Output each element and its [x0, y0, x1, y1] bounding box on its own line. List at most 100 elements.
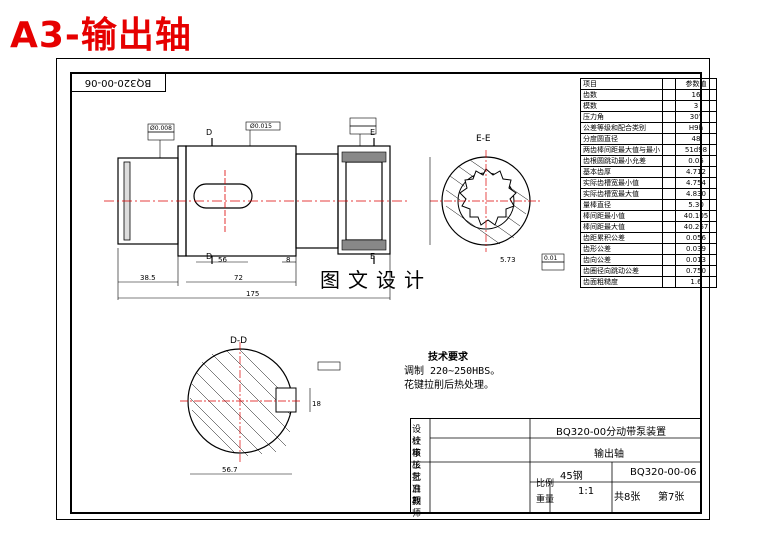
- spline-section-ee: [429, 150, 565, 271]
- param-symbol-cell: [662, 133, 676, 145]
- param-table-row: 两齿棒间距最大值与最小 51d98: [580, 144, 717, 156]
- param-symbol-cell: [662, 188, 676, 200]
- param-name-cell: 模数: [580, 100, 663, 112]
- tolerance-frame-left: Ø0.008: [150, 125, 172, 132]
- param-name-cell: 基本齿厚: [580, 166, 663, 178]
- param-value-cell: 5.30: [675, 199, 717, 211]
- title-block-material: 45钢: [560, 471, 583, 482]
- title-block-role: 教师: [412, 497, 422, 519]
- param-table-row: 齿形公差 0.039: [580, 243, 717, 255]
- param-value-cell: 1.6: [675, 276, 717, 288]
- dim-56-7: 56.7: [222, 466, 238, 474]
- watermark-text: 图文设计: [320, 268, 432, 292]
- section-label-dd: D-D: [230, 336, 248, 346]
- param-table-row: 量棒直径 5.30: [580, 199, 717, 211]
- param-value-cell: 0.05: [675, 155, 717, 167]
- section-marker-d-bottom: D: [206, 252, 213, 261]
- param-table-row: 齿数 16: [580, 89, 717, 101]
- title-block-weight-label: 重量: [536, 495, 555, 505]
- param-table-row: 齿向公差 0.013: [580, 254, 717, 266]
- section-marker-e-bottom: E: [370, 252, 376, 261]
- dim-72: 72: [234, 274, 243, 282]
- param-table-row: 棒间距最小值 40.105: [580, 210, 717, 222]
- title-block-part-name: 输出轴: [594, 449, 624, 460]
- param-name-cell: 齿形公差: [580, 243, 663, 255]
- param-value-cell: 0.056: [675, 232, 717, 244]
- param-name-cell: 分度圆直径: [580, 133, 663, 145]
- param-symbol-cell: [662, 78, 676, 90]
- tolerance-frame-spline: 0.01: [544, 255, 558, 262]
- param-symbol-cell: [662, 111, 676, 123]
- param-value-cell: 30°: [675, 111, 717, 123]
- param-symbol-cell: [662, 89, 676, 101]
- title-block-role: 工艺: [412, 461, 422, 483]
- drawing-frame: [70, 72, 702, 514]
- param-value-cell: 51d98: [675, 144, 717, 156]
- param-value-cell: 0.013: [675, 254, 717, 266]
- param-value-cell: 16: [675, 89, 717, 101]
- param-table-row: 压力角 30°: [580, 111, 717, 123]
- param-value-cell: 0.039: [675, 243, 717, 255]
- param-table-header: 项目参数值: [580, 78, 717, 90]
- page-title: A3-输出轴: [10, 15, 192, 56]
- param-name-cell: 量棒直径: [580, 199, 663, 211]
- title-block-role: 日期: [412, 485, 422, 507]
- section-marker-d-top: D: [206, 128, 213, 137]
- param-table-row: 齿根圆跳动最小允差 0.05: [580, 155, 717, 167]
- param-symbol-cell: [662, 122, 676, 134]
- param-symbol-cell: [662, 199, 676, 211]
- dim-5-73: 5.73: [500, 256, 516, 264]
- title-block-sheet-no: 第7张: [658, 492, 685, 503]
- param-name-cell: 齿圈径向跳动公差: [580, 265, 663, 277]
- title-block-assembly: BQ320-00分动带泵装置: [556, 427, 667, 438]
- param-name-cell: 棒间距最小值: [580, 210, 663, 222]
- param-value-cell: 4.830: [675, 188, 717, 200]
- param-symbol-cell: [662, 265, 676, 277]
- param-symbol-cell: [662, 177, 676, 189]
- dim-56: 56: [218, 256, 227, 264]
- title-block-role: 批准: [412, 473, 422, 495]
- section-marker-e-top: E: [370, 128, 376, 137]
- param-symbol-cell: [662, 254, 676, 266]
- param-name-cell: 两齿棒间距最大值与最小: [580, 144, 663, 156]
- tech-requirement-line-2: 花键拉削后热处理。: [404, 380, 494, 391]
- param-name-cell: 齿根圆跳动最小允差: [580, 155, 663, 167]
- param-table-row: 齿圈径向跳动公差 0.750: [580, 265, 717, 277]
- spline-end-section: [337, 145, 391, 255]
- param-table-row: 齿面粗糙度 1.6: [580, 276, 717, 288]
- param-symbol-cell: [662, 100, 676, 112]
- param-value-cell: 40.105: [675, 210, 717, 222]
- title-block-role: 设计: [412, 425, 422, 447]
- param-name-cell: 齿面粗糙度: [580, 276, 663, 288]
- title-block-role: 审核: [412, 449, 422, 471]
- param-name-cell: 齿数: [580, 89, 663, 101]
- dim-18: 18: [312, 400, 321, 408]
- param-symbol-cell: [662, 144, 676, 156]
- param-value-cell: 0.750: [675, 265, 717, 277]
- keyway-slot: [193, 183, 253, 209]
- param-value-cell: 4.754: [675, 177, 717, 189]
- param-name-cell: 压力角: [580, 111, 663, 123]
- tech-requirement-line-1: 调制 220~250HBS。: [404, 366, 501, 377]
- param-symbol-cell: [662, 166, 676, 178]
- param-name-cell: 齿向公差: [580, 254, 663, 266]
- dim-8: 8: [286, 256, 291, 264]
- section-label-ee: E-E: [476, 134, 491, 144]
- dim-38-5: 38.5: [140, 274, 156, 282]
- drawing-sheet-border: [56, 58, 710, 520]
- title-block-role: 校核: [412, 437, 422, 459]
- param-value-cell: H9h: [675, 122, 717, 134]
- param-symbol-cell: [662, 232, 676, 244]
- param-symbol-cell: [662, 276, 676, 288]
- param-symbol-cell: [662, 210, 676, 222]
- title-block: [410, 418, 702, 514]
- title-block-code: BQ320-00-06: [630, 467, 697, 478]
- param-symbol-cell: [662, 155, 676, 167]
